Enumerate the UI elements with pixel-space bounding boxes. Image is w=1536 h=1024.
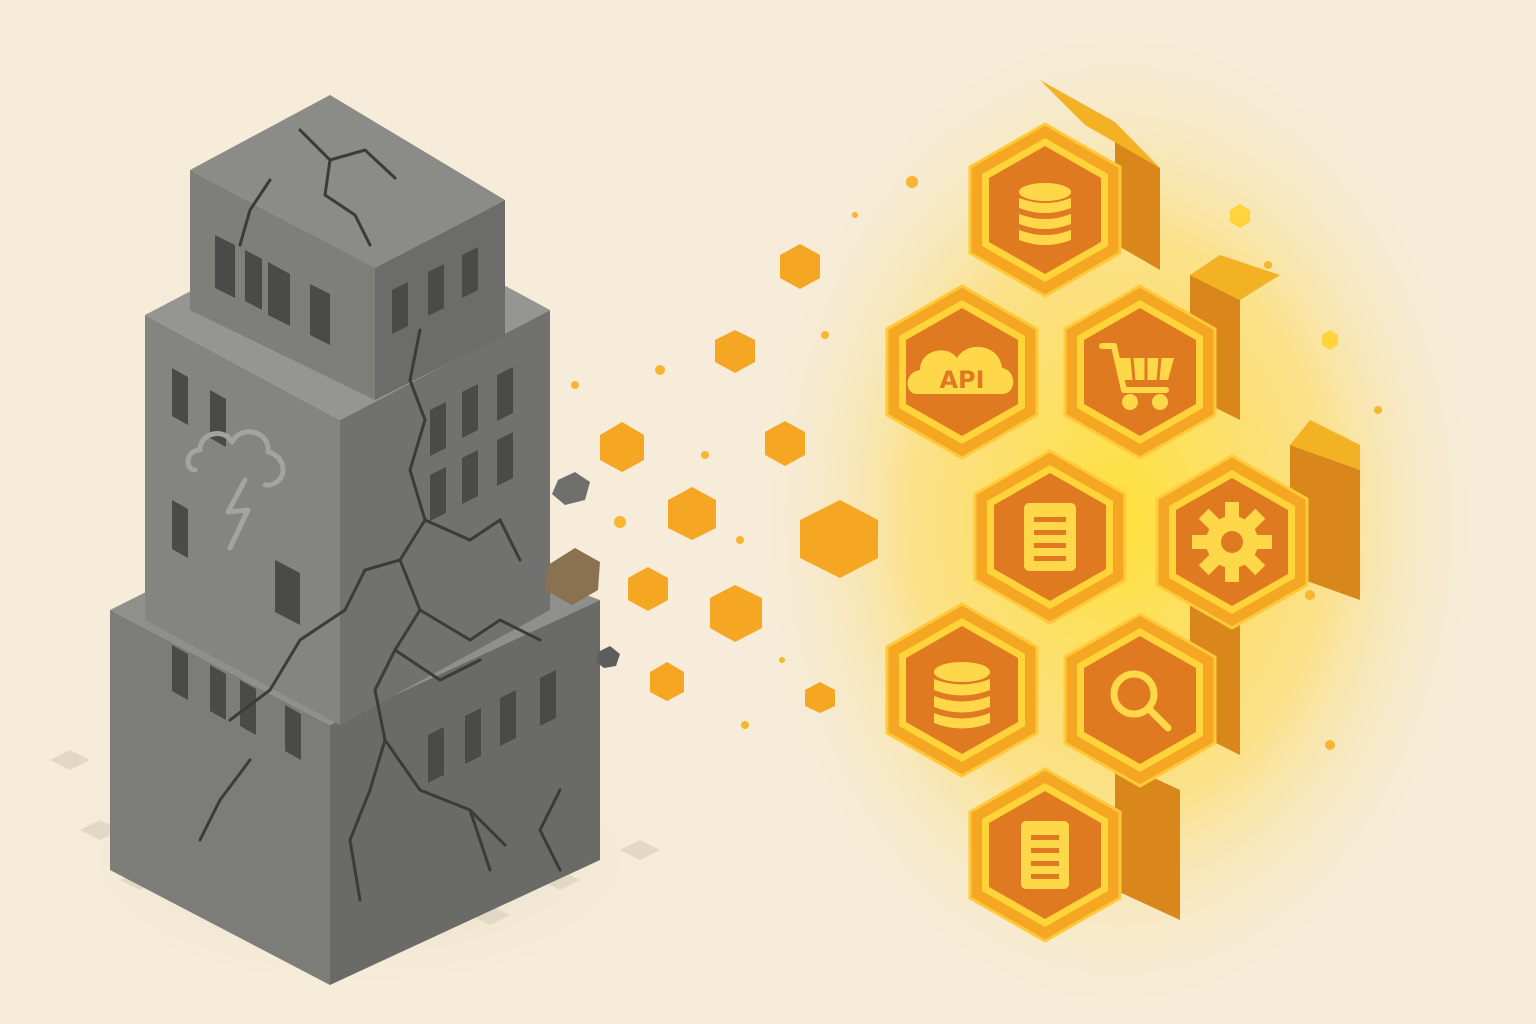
hex-cell-document-middle xyxy=(973,449,1127,625)
database-icon xyxy=(934,662,990,729)
hex-cell-search xyxy=(1063,612,1217,788)
database-icon xyxy=(1019,183,1071,245)
monolith-roof xyxy=(190,95,505,268)
document-icon xyxy=(1021,821,1069,889)
hex-cell-api: API xyxy=(885,284,1039,460)
api-cloud-icon: API xyxy=(907,346,1014,394)
document-icon xyxy=(1024,503,1076,571)
microservices-honeycomb: API xyxy=(885,80,1360,943)
monolith-building xyxy=(110,95,600,985)
cloud-lightning-icon xyxy=(185,429,286,551)
search-icon xyxy=(1110,670,1172,732)
monolith-tier-bottom-right xyxy=(330,600,600,985)
monolith-cracks xyxy=(198,128,562,902)
hex-cell-document-bottom xyxy=(968,767,1122,943)
floating-cube xyxy=(600,244,878,713)
hex-cell-cart xyxy=(1063,284,1217,460)
hex-cell-database-bottom xyxy=(885,602,1039,778)
debris-gray xyxy=(545,472,620,668)
gear-icon xyxy=(1192,502,1272,582)
shopping-cart-icon xyxy=(1099,343,1174,410)
debris-cubes xyxy=(545,176,1382,750)
hex-cell-gear xyxy=(1155,454,1309,630)
api-label: API xyxy=(939,366,984,394)
hex-cell-database-top xyxy=(968,122,1122,298)
